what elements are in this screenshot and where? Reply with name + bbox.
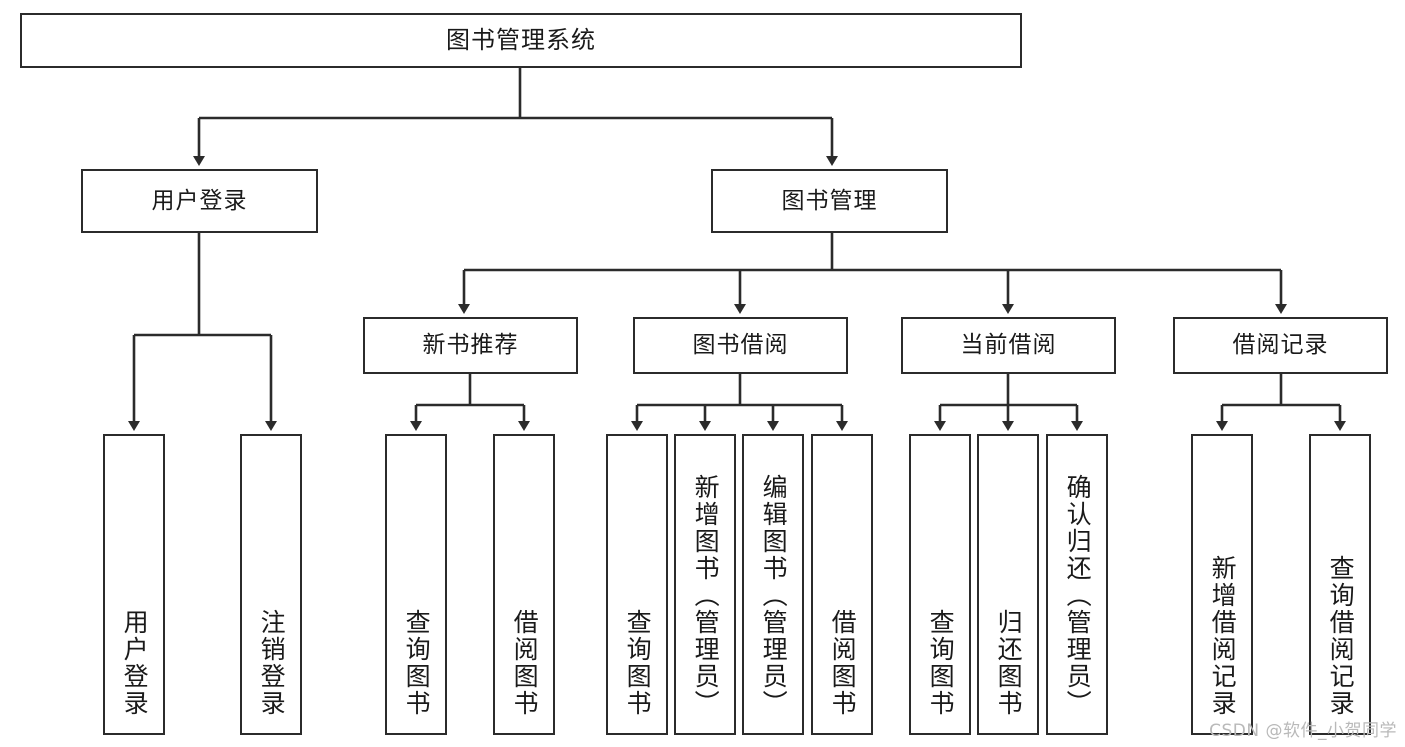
leaf-record-query-record[interactable]: 查询借阅记录 — [1309, 434, 1371, 735]
node-label: 图书管理 — [781, 187, 878, 214]
node-label: 归还图书 — [994, 609, 1024, 717]
node-label: 当前借阅 — [960, 332, 1057, 359]
leaf-borrow-borrow-book[interactable]: 借阅图书 — [811, 434, 873, 735]
node-label: 编辑图书（管理员） — [759, 474, 789, 717]
node-current-borrow[interactable]: 当前借阅 — [901, 317, 1116, 374]
node-label: 新书推荐 — [422, 332, 519, 359]
node-book-borrow[interactable]: 图书借阅 — [633, 317, 848, 374]
node-label: 查询图书 — [926, 609, 956, 717]
node-label: 借阅图书 — [510, 609, 540, 717]
node-book-management[interactable]: 图书管理 — [711, 169, 948, 233]
node-label: 借阅图书 — [828, 609, 858, 717]
leaf-current-return-book[interactable]: 归还图书 — [977, 434, 1039, 735]
node-label: 确认归还（管理员） — [1063, 474, 1093, 717]
node-label: 用户登录 — [151, 187, 248, 214]
node-user-login[interactable]: 用户登录 — [81, 169, 318, 233]
node-label: 注销登录 — [257, 609, 287, 717]
node-label: 查询图书 — [623, 609, 653, 717]
leaf-borrow-edit-book-admin[interactable]: 编辑图书（管理员） — [742, 434, 804, 735]
leaf-user-login-logout[interactable]: 注销登录 — [240, 434, 302, 735]
leaf-recommend-borrow-book[interactable]: 借阅图书 — [493, 434, 555, 735]
leaf-recommend-query-book[interactable]: 查询图书 — [385, 434, 447, 735]
leaf-user-login-login[interactable]: 用户登录 — [103, 434, 165, 735]
leaf-borrow-add-book-admin[interactable]: 新增图书（管理员） — [674, 434, 736, 735]
node-label: 查询借阅记录 — [1326, 555, 1356, 717]
node-label: 用户登录 — [120, 609, 150, 717]
csdn-watermark: CSDN @软件_小贺同学 — [1209, 721, 1397, 741]
node-label: 图书借阅 — [692, 332, 789, 359]
node-label: 新增图书（管理员） — [691, 474, 721, 717]
leaf-borrow-query-book[interactable]: 查询图书 — [606, 434, 668, 735]
leaf-current-confirm-return-admin[interactable]: 确认归还（管理员） — [1046, 434, 1108, 735]
node-label: 图书管理系统 — [446, 25, 596, 54]
node-root-system[interactable]: 图书管理系统 — [20, 13, 1022, 68]
leaf-current-query-book[interactable]: 查询图书 — [909, 434, 971, 735]
node-borrow-record[interactable]: 借阅记录 — [1173, 317, 1388, 374]
node-label: 查询图书 — [402, 609, 432, 717]
node-new-book-recommend[interactable]: 新书推荐 — [363, 317, 578, 374]
leaf-record-add-record[interactable]: 新增借阅记录 — [1191, 434, 1253, 735]
node-label: 借阅记录 — [1232, 332, 1329, 359]
node-label: 新增借阅记录 — [1208, 555, 1238, 717]
